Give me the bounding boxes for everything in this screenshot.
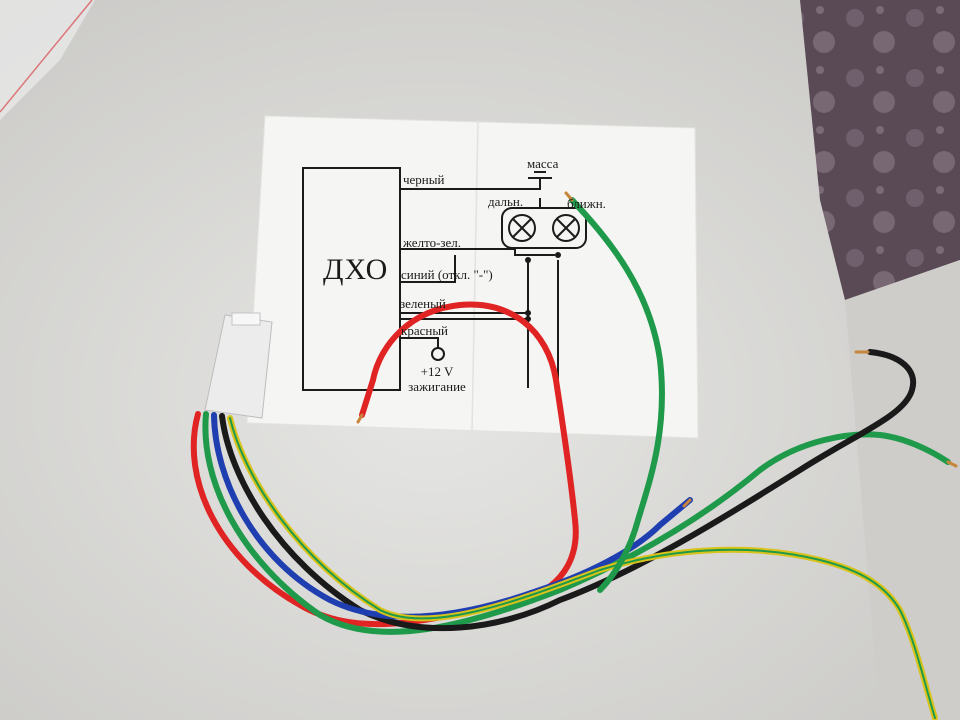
wire-green-loop (569, 197, 665, 593)
plastic-bag (0, 0, 95, 120)
wire-label-black: черный (403, 172, 445, 187)
table-edge (845, 260, 960, 720)
wire-label-yellow-green: желто-зел. (403, 235, 462, 250)
wire-line-yellow-green (400, 248, 555, 256)
high-beam-cross (512, 218, 532, 238)
wire-label-green: зеленый (400, 296, 446, 311)
ground-label: масса (527, 156, 559, 171)
high-beam-lamp (508, 214, 536, 242)
wire-label-blue: синий (откл. "-") (401, 267, 493, 282)
wire-line-blue (400, 255, 456, 283)
wire-line-black (400, 178, 541, 190)
wire-harness (190, 197, 951, 720)
diagram-junction-dots (525, 252, 561, 322)
wire-red-harness (190, 301, 579, 628)
power-label: +12 V зажигание (408, 364, 466, 394)
lamp-housing (501, 207, 587, 249)
low-beam-lamp (552, 214, 580, 242)
ground-symbol (528, 171, 552, 179)
wire-yellow-stripe (229, 417, 936, 719)
plastic-bag-seam (0, 0, 93, 113)
low-beam-cross (556, 218, 576, 238)
fabric-background (800, 0, 960, 300)
module-box (302, 167, 401, 391)
power-terminal (431, 347, 445, 361)
high-beam-label: дальн. (488, 194, 524, 209)
low-beam-label: ближн. (567, 196, 606, 211)
stripped-wire-ends (356, 191, 958, 508)
wire-line-red (400, 337, 439, 348)
module-label: ДХО (323, 253, 389, 286)
wire-black-harness (219, 349, 917, 632)
connector-latch (231, 312, 261, 326)
wire-label-red: красный (401, 323, 449, 338)
paper-fold (471, 119, 479, 432)
diagram-lines (302, 167, 587, 391)
